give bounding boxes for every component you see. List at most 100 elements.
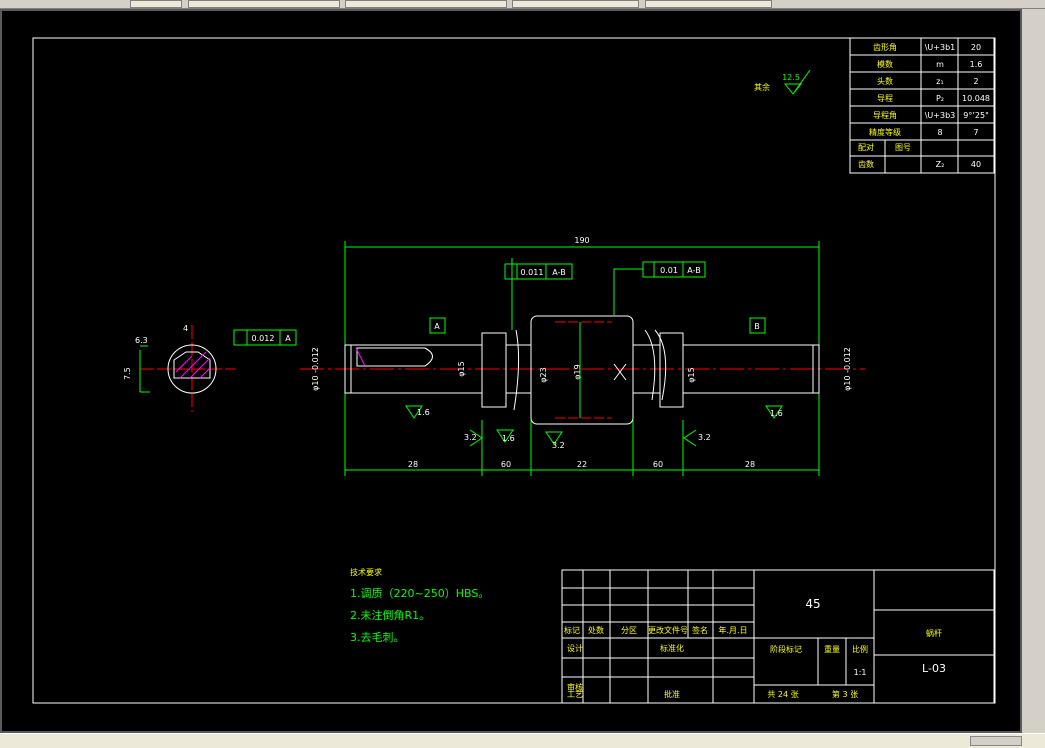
tb-design: 设计	[567, 643, 583, 653]
dim-key-depth: 7.5	[123, 367, 132, 380]
tolerance-frame-top	[504, 258, 573, 330]
overall-dim-lines	[344, 241, 820, 476]
dim-right-end: 28	[745, 460, 755, 469]
param-head-name: 齿形角	[873, 42, 897, 52]
tb-standard: 标准化	[660, 643, 684, 653]
surface-32-b: 3.2	[464, 433, 477, 442]
title-block	[561, 569, 995, 704]
tol-right-value: 0.01	[660, 266, 678, 275]
param-name: 模数	[877, 59, 893, 69]
dim-dia-right: φ10 -0.012	[843, 347, 852, 391]
drawing-canvas[interactable]	[0, 9, 1022, 733]
toolbar-strip	[0, 0, 1045, 9]
tech-note: 2.未注倒角R1。	[350, 608, 430, 622]
part-name: 蜗杆	[926, 628, 942, 638]
tb-sheets-total: 共 24 张	[767, 690, 798, 699]
dim-overall: 190	[574, 236, 589, 245]
tb-header: 年.月.日	[718, 625, 747, 635]
param-val: 2	[973, 77, 978, 86]
param-sym: m	[936, 60, 944, 69]
roughness-symbol	[783, 69, 811, 95]
tb-scale-label: 比例	[852, 644, 868, 654]
dim-right-step: 60	[653, 460, 663, 469]
tech-notes-title: 技术要求	[350, 567, 382, 577]
drawing-number: L-03	[922, 662, 946, 675]
tol-sym-value: 0.012	[252, 334, 275, 343]
tol-top-value: 0.011	[521, 268, 544, 277]
param-val: 10.048	[962, 94, 990, 103]
shaft-outline	[344, 315, 820, 425]
toolbar-button[interactable]	[645, 0, 772, 8]
toolbar-button[interactable]	[188, 0, 340, 8]
param-val: 9°’25"	[963, 111, 989, 120]
tb-weight: 重量	[824, 644, 840, 654]
param-name: 精度等级	[869, 127, 901, 137]
toolbar-button[interactable]	[130, 0, 182, 8]
datum-b-box	[749, 317, 766, 334]
param-teeth: 齿数	[858, 159, 874, 169]
tb-process: 工艺	[567, 690, 583, 699]
surface-32-a: 3.2	[552, 441, 565, 450]
dim-dia-mid: φ19	[573, 364, 582, 379]
drawing-border	[32, 37, 996, 704]
param-val: 1.6	[970, 60, 983, 69]
surface-16-b: 1.6	[502, 434, 515, 443]
param-name: 导程	[877, 94, 893, 103]
param-name: 导程角	[873, 110, 897, 120]
surface-16-a: 1.6	[417, 408, 430, 417]
tb-header: 分区	[621, 626, 637, 635]
tb-sheet-no: 第 3 张	[832, 689, 858, 699]
datum-b: B	[754, 322, 760, 331]
dim-key-top: 4	[183, 324, 188, 333]
tolerance-frame-symmetry	[233, 329, 297, 346]
param-dwg: 图号	[895, 143, 911, 152]
param-name: 头数	[877, 76, 893, 86]
tol-top-ref: A-B	[552, 268, 565, 277]
dim-key-width: 6.3	[135, 336, 148, 345]
toolbar-button[interactable]	[345, 0, 507, 8]
tolerance-frame-right	[613, 261, 706, 315]
param-sym: 8	[937, 128, 942, 137]
toolbar-button[interactable]	[512, 0, 639, 8]
horizontal-scrollbar[interactable]	[0, 733, 1045, 748]
tb-header: 处数	[588, 625, 604, 635]
surface-16-c: 1.6	[770, 409, 783, 418]
scroll-thumb[interactable]	[970, 736, 1022, 746]
dim-dia23: φ23	[539, 367, 548, 382]
vertical-scrollbar[interactable]	[1022, 9, 1045, 733]
param-sym: z₁	[936, 77, 943, 86]
dim-left-step: 60	[501, 460, 511, 469]
tol-right-ref: A-B	[687, 266, 700, 275]
roughness-label: 其余	[754, 82, 770, 92]
tol-sym-ref: A	[285, 334, 291, 343]
tb-header: 标记	[564, 625, 580, 635]
keyway-hatch	[355, 347, 366, 367]
param-last-val: 40	[971, 160, 981, 169]
param-head-val: 20	[971, 43, 981, 52]
material: 45	[805, 597, 820, 611]
dim-dia-left: φ10 -0.012	[311, 347, 320, 391]
surface-32-c: 3.2	[698, 433, 711, 442]
section-view	[139, 325, 236, 412]
dim-dia15-right: φ15	[687, 367, 696, 382]
surface-marks	[405, 405, 783, 447]
tech-note: 1.调质（220~250）HBS。	[350, 587, 489, 600]
dim-middle: 22	[577, 460, 587, 469]
param-val: 7	[973, 128, 978, 137]
section-mark	[613, 363, 627, 381]
tb-header: 更改文件号	[648, 625, 688, 635]
tb-stage: 阶段标记	[770, 644, 802, 654]
datum-a-box	[429, 317, 446, 334]
tb-scale: 1:1	[854, 668, 867, 677]
dim-dia15-left: φ15	[457, 361, 466, 376]
param-head-sym: \U+3b1	[925, 43, 956, 52]
roughness-value: 12.5	[782, 73, 800, 82]
tech-note: 3.去毛刺。	[350, 631, 405, 644]
param-pair: 配对	[858, 142, 874, 152]
tb-approve: 批准	[664, 689, 680, 699]
param-last-sym: Z₂	[936, 160, 945, 169]
tb-review: 审核	[567, 682, 583, 692]
param-sym: \U+3b3	[925, 111, 956, 120]
datum-a: A	[434, 322, 440, 331]
